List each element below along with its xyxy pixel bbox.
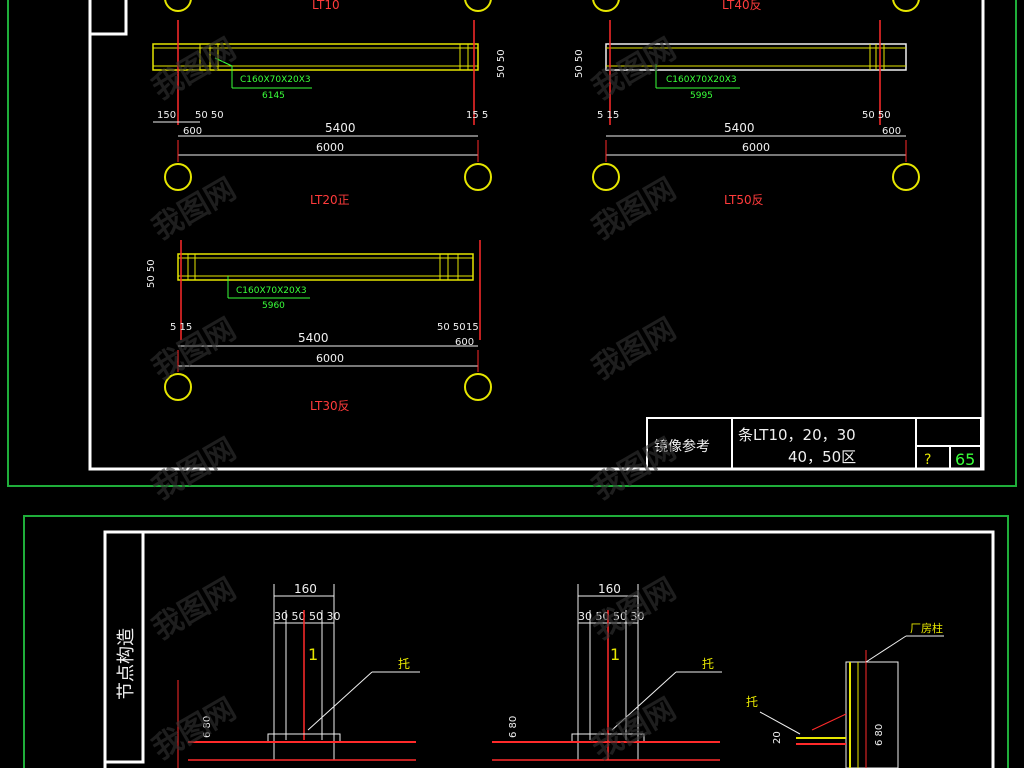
title-block-left: 镜像参考 bbox=[654, 438, 710, 455]
detail-c-dim-680: 6 80 bbox=[874, 724, 885, 746]
title-block-page: 65 bbox=[955, 450, 975, 469]
dim-15: 15 bbox=[466, 322, 479, 333]
axis-bubble bbox=[892, 0, 920, 12]
lower-binding-strip bbox=[103, 530, 145, 764]
watermark: 我图网 bbox=[147, 32, 242, 107]
dim-total-6000: 6000 bbox=[742, 141, 770, 154]
dim-50-50: 50 50 bbox=[862, 110, 891, 121]
watermark: 我图网 bbox=[147, 432, 242, 507]
detail-c-dim-20: 20 bbox=[772, 731, 783, 744]
title-block-line1: 条LT10，20，30 bbox=[738, 426, 856, 444]
detail-a-note: 托 bbox=[398, 657, 410, 671]
detail-a-parts: 30 50 50 30 bbox=[274, 610, 340, 623]
watermark: 我图网 bbox=[147, 572, 242, 647]
detail-b-dim-680: 6 80 bbox=[508, 716, 519, 738]
axis-bubble bbox=[164, 0, 192, 12]
lower-sheet-white-frame bbox=[103, 530, 995, 768]
beam-lt20-section: C160X70X20X3 bbox=[240, 75, 311, 85]
dim-600: 600 bbox=[882, 126, 901, 137]
beam-lt30-title: LT30反 bbox=[310, 399, 350, 413]
lower-side-label: 节点构造 bbox=[116, 628, 137, 700]
dim-50-50: 50 50 bbox=[195, 110, 224, 121]
lower-sheet-green-frame bbox=[23, 515, 1009, 768]
axis-bubble bbox=[464, 0, 492, 12]
dim-span-5400: 5400 bbox=[298, 331, 329, 345]
label-lt10: LT10 bbox=[312, 0, 340, 12]
upper-sheet-green-frame bbox=[7, 0, 1017, 487]
dim-15-5: 15 5 bbox=[466, 110, 488, 121]
title-block-line2: 40，50区 bbox=[788, 448, 856, 466]
watermark: 我图网 bbox=[587, 692, 682, 767]
beam-lt20-title: LT20正 bbox=[310, 193, 350, 207]
beam-lt50-drawing: C160X70X20X3 5995 50 50 5 15 5400 50 50 … bbox=[574, 20, 920, 207]
label-lt40: LT40反 bbox=[722, 0, 762, 12]
axis-bubble bbox=[464, 373, 492, 401]
beam-lt50-title: LT50反 bbox=[724, 193, 764, 207]
beam-lt50-body bbox=[605, 43, 907, 71]
detail-a-dim-680: 6 80 bbox=[202, 716, 213, 738]
watermarks: 我图网 我图网 我图网 我图网 我图网 我图网 我图网 我图网 我图网 我图网 … bbox=[147, 32, 682, 767]
beam-lt30-drawing: C160X70X20X3 5960 50 50 5 15 5400 50 50 … bbox=[146, 240, 492, 413]
axis-bubble bbox=[892, 163, 920, 191]
beam-lt20-drawing: C160X70X20X3 6145 50 50 150 600 50 50 54… bbox=[152, 20, 507, 207]
dim-50-50: 50 50 bbox=[437, 322, 466, 333]
axis-bubble bbox=[164, 373, 192, 401]
dim-total-6000: 6000 bbox=[316, 352, 344, 365]
upper-binding-strip bbox=[88, 0, 128, 36]
beam-lt30-body bbox=[177, 253, 474, 281]
detail-b-mark: 1 bbox=[610, 645, 620, 664]
dim-600: 600 bbox=[183, 126, 202, 137]
detail-a: 160 30 50 50 30 1 托 6 80 bbox=[177, 582, 420, 768]
beam-lt30-vert-dim: 50 50 bbox=[146, 259, 157, 288]
beam-lt50-vert-dim: 50 50 bbox=[574, 49, 585, 78]
detail-c-label: 厂房柱 bbox=[910, 621, 943, 635]
watermark: 我图网 bbox=[587, 432, 682, 507]
title-block-cell-q: ? bbox=[924, 452, 931, 468]
dim-total-6000: 6000 bbox=[316, 141, 344, 154]
beam-lt50-section: C160X70X20X3 bbox=[666, 75, 737, 85]
axis-bubble bbox=[164, 163, 192, 191]
beam-lt30-section: C160X70X20X3 bbox=[236, 286, 307, 296]
watermark: 我图网 bbox=[147, 692, 242, 767]
dim-span-5400: 5400 bbox=[724, 121, 755, 135]
watermark: 我图网 bbox=[587, 172, 682, 247]
dim-150: 150 bbox=[157, 110, 176, 121]
dim-600: 600 bbox=[455, 337, 474, 348]
beam-lt20-length: 6145 bbox=[262, 91, 285, 101]
detail-c: 厂房柱 托 20 6 80 bbox=[746, 621, 944, 768]
axis-bubble bbox=[592, 163, 620, 191]
watermark: 我图网 bbox=[147, 312, 242, 387]
detail-b-note: 托 bbox=[702, 657, 714, 671]
watermark: 我图网 bbox=[587, 32, 682, 107]
axis-bubble bbox=[464, 163, 492, 191]
detail-b-width: 160 bbox=[598, 582, 621, 596]
beam-lt20-vert-dim: 50 50 bbox=[496, 49, 507, 78]
dim-span-5400: 5400 bbox=[325, 121, 356, 135]
dim-5-15: 5 15 bbox=[170, 322, 192, 333]
beam-lt50-length: 5995 bbox=[690, 91, 713, 101]
beam-lt30-length: 5960 bbox=[262, 301, 285, 311]
detail-a-width: 160 bbox=[294, 582, 317, 596]
watermark: 我图网 bbox=[587, 312, 682, 387]
watermark: 我图网 bbox=[147, 172, 242, 247]
detail-c-note: 托 bbox=[746, 695, 758, 709]
detail-b: 160 30 50 50 30 1 托 6 80 bbox=[492, 582, 722, 761]
detail-a-mark: 1 bbox=[308, 645, 318, 664]
upper-sheet-white-frame bbox=[88, 0, 985, 471]
title-block: 镜像参考 条LT10，20，30 40，50区 ? 65 bbox=[646, 417, 982, 470]
dim-5-15: 5 15 bbox=[597, 110, 619, 121]
detail-b-parts: 30 50 50 30 bbox=[578, 610, 644, 623]
beam-lt20-body bbox=[152, 43, 479, 71]
axis-bubble bbox=[592, 0, 620, 12]
